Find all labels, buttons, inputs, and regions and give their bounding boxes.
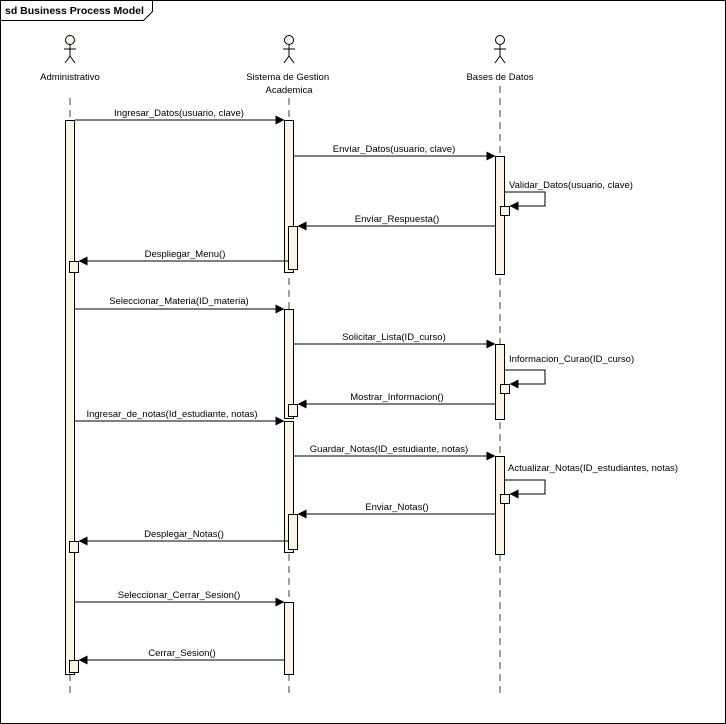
activation-bar <box>65 120 75 675</box>
message: Solicitar_Lista(ID_curso) <box>294 332 496 349</box>
message: Envíar_Datos(usuario, clave) <box>294 144 496 161</box>
message-label: Envíar_Respuesta() <box>355 214 439 225</box>
activation-bar <box>500 384 510 394</box>
actor-label-sistema: Sistema de Gestion Academica <box>246 72 332 96</box>
message-label: Actualizar_Notas(ID_estudiantes, notas) <box>508 463 678 474</box>
self-message: Validar_Datos(usuario, clave) <box>505 180 633 211</box>
actor-icon-administrativo <box>64 35 76 64</box>
activation-bar <box>495 344 505 420</box>
activation-bar <box>69 541 79 553</box>
self-message: Actualizar_Notas(ID_estudiantes, notas) <box>505 463 678 499</box>
message: Mostrar_Informacion() <box>297 392 495 409</box>
message-label: Envíar_Datos(usuario, clave) <box>333 144 456 155</box>
activation-bar <box>284 309 294 419</box>
activation-group-bases-de-datos <box>495 156 510 555</box>
message-label: Ingresar_Datos(usuario, clave) <box>114 108 244 119</box>
message-label: Seleccionar_Materia(ID_materia) <box>109 296 248 307</box>
activation-bar <box>284 120 294 273</box>
activation-bar <box>288 226 298 270</box>
activation-bar <box>69 660 79 673</box>
self-message: Informacion_Curao(ID_curso) <box>505 354 634 389</box>
message-label: Mostrar_Informacion() <box>350 392 443 403</box>
message: Despliegar_Menu() <box>78 249 288 266</box>
message-label: Seleccionar_Cerrar_Sesion() <box>118 590 241 601</box>
actor-icon-bases-de-datos <box>494 35 506 64</box>
activation-bar <box>288 404 298 417</box>
message-label: Solicitar_Lista(ID_curso) <box>342 332 445 343</box>
message-label: Desplegar_Notas() <box>144 529 224 540</box>
message: Cerrar_Sesion() <box>78 648 284 665</box>
activation-bar <box>69 261 79 273</box>
activation-group-administrativo <box>65 120 79 675</box>
activation-group-sistema <box>284 120 298 675</box>
actor-icon-sistema <box>283 35 295 64</box>
message-label: Despliegar_Menu() <box>145 249 226 260</box>
message-label: Guardar_Notas(ID_estudiante, notas) <box>310 444 468 455</box>
activation-bar <box>284 602 294 675</box>
message: Seleccionar_Cerrar_Sesion() <box>75 590 285 607</box>
message-label: Cerrar_Sesion() <box>148 648 216 659</box>
message: Desplegar_Notas() <box>78 529 288 546</box>
message: Guardar_Notas(ID_estudiante, notas) <box>294 444 496 461</box>
message: Seleccionar_Materia(ID_materia) <box>75 296 285 314</box>
message-label: Informacion_Curao(ID_curso) <box>509 354 634 365</box>
frame-title: sd Business Process Model <box>5 5 144 17</box>
activation-bar <box>500 206 510 216</box>
message: Enviar_Notas() <box>297 502 495 519</box>
message-label: Enviar_Notas() <box>365 502 428 513</box>
activation-bar <box>288 514 298 550</box>
actor-label-administrativo: Administrativo <box>40 72 100 83</box>
actor-label-bases-de-datos: Bases de Datos <box>466 72 533 83</box>
message: Ingresar_de_notas(Id_estudiante, notas) <box>75 409 285 426</box>
message-label: Validar_Datos(usuario, clave) <box>509 180 633 191</box>
message: Ingresar_Datos(usuario, clave) <box>75 108 285 125</box>
frame-title-tab <box>0 0 153 21</box>
message: Envíar_Respuesta() <box>297 214 495 231</box>
activation-bar <box>284 421 294 553</box>
activation-bar <box>495 456 505 555</box>
message-label: Ingresar_de_notas(Id_estudiante, notas) <box>86 409 257 420</box>
activation-bar <box>500 494 510 504</box>
